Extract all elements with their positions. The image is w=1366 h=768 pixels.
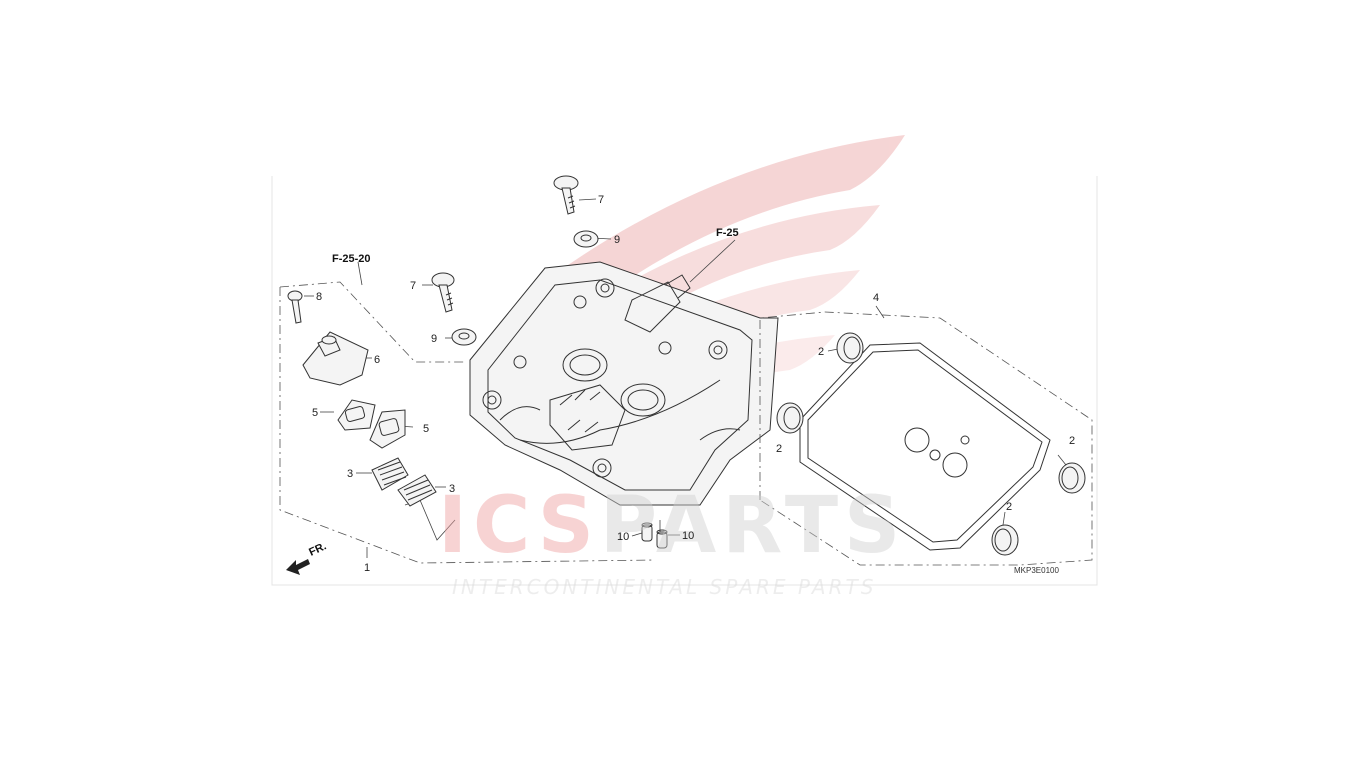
callout-2-a: 2 xyxy=(818,346,824,358)
callout-7-b: 7 xyxy=(410,280,416,292)
dowel-pins-10 xyxy=(641,522,668,549)
watermark-brand-first: ICS xyxy=(438,481,600,571)
washer-9-lower xyxy=(451,328,477,346)
callout-8: 8 xyxy=(316,291,322,303)
callout-3-b: 3 xyxy=(449,483,455,495)
ref-label-f-25-20: F-25-20 xyxy=(332,253,371,265)
seal-5-b xyxy=(369,409,406,449)
watermark-tagline: INTERCONTINENTAL SPARE PARTS xyxy=(452,575,876,599)
callout-5-a: 5 xyxy=(312,407,318,419)
grommet-2-a xyxy=(836,332,864,364)
callout-1: 1 xyxy=(364,562,370,574)
callout-2-d: 2 xyxy=(1006,501,1012,513)
callout-2-c: 2 xyxy=(1069,435,1075,447)
assembly-4-outline xyxy=(759,311,1093,566)
cylinder-head-cover xyxy=(469,261,779,506)
reed-plate-3-b xyxy=(397,474,437,507)
bolt-7-lower xyxy=(431,272,455,313)
svg-text:ICSPARTS: ICSPARTS xyxy=(438,481,906,571)
front-direction-arrow-icon xyxy=(286,559,310,575)
callout-9-a: 9 xyxy=(614,234,620,246)
grommet-2-b xyxy=(776,402,804,434)
callout-2-b: 2 xyxy=(776,443,782,455)
callout-10-b: 10 xyxy=(682,530,694,542)
leader-lines xyxy=(304,198,1067,558)
callout-10-a: 10 xyxy=(617,531,629,543)
callout-4: 4 xyxy=(873,292,879,304)
grommet-2-c xyxy=(1058,462,1086,494)
callout-9-b: 9 xyxy=(431,333,437,345)
ics-parts-watermark: ICSPARTS INTERCONTINENTAL SPARE PARTS xyxy=(438,481,906,599)
direction-label: FR. xyxy=(307,540,328,558)
seal-5-a xyxy=(337,399,376,431)
callout-6: 6 xyxy=(374,354,380,366)
grommet-2-d xyxy=(991,524,1019,556)
washer-9-upper xyxy=(573,230,599,248)
diagram-code: MKP3E0100 xyxy=(1014,566,1059,575)
callout-7-a: 7 xyxy=(598,194,604,206)
breather-cover-6 xyxy=(302,331,369,386)
diagram-frame xyxy=(271,176,1098,586)
reed-plate-3-a xyxy=(371,457,409,491)
bolt-8 xyxy=(287,290,303,324)
callout-5-b: 5 xyxy=(423,423,429,435)
bolt-7-upper xyxy=(553,175,579,215)
ref-label-f-25: F-25 xyxy=(716,227,739,239)
assembly-1-outline-top xyxy=(279,281,465,363)
watermark-brand-rest: PARTS xyxy=(600,481,906,571)
head-cover-gasket-4 xyxy=(799,342,1051,551)
callout-3-a: 3 xyxy=(347,468,353,480)
